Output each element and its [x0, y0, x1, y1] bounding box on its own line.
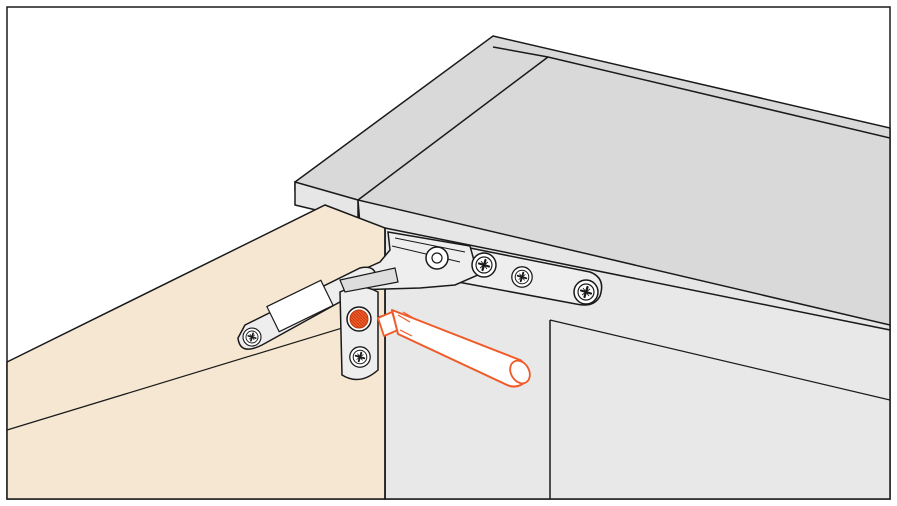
door-plate-slot — [266, 279, 334, 333]
cabinet-shelf-line — [549, 319, 891, 401]
cabinet-top-back-edge — [492, 46, 891, 139]
screw-icon — [510, 265, 534, 289]
cabinet-top-inner-edge — [357, 56, 549, 201]
screw-icon — [242, 327, 262, 347]
screw-icon — [572, 278, 600, 306]
hinge-lug — [339, 267, 399, 293]
screw-icon — [470, 251, 498, 279]
hinge-pivot — [431, 252, 443, 264]
door-inner-edge — [6, 314, 386, 431]
screwdriver-icon — [377, 309, 531, 388]
cabinet — [294, 35, 891, 500]
adjustment-screw-icon — [346, 306, 372, 332]
screw-icon — [348, 345, 372, 369]
